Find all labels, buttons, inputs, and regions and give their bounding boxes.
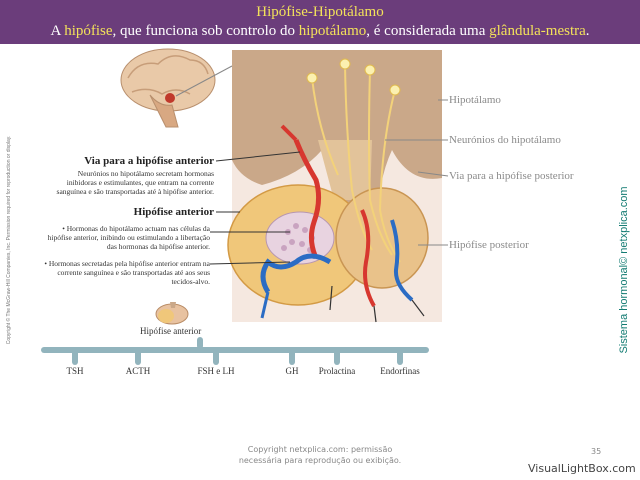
hypothalamic-axons bbox=[311, 63, 401, 263]
posterior-artery bbox=[360, 209, 376, 307]
outlet-arrow bbox=[329, 285, 333, 311]
label-neuronios-hipotalamo: Neurónios do hipotálamo bbox=[449, 134, 561, 146]
branch-fsh-lh: FSH e LH bbox=[197, 366, 235, 376]
branch-gh: GH bbox=[285, 366, 299, 376]
subtitle-part: , que funciona sob controlo do bbox=[112, 23, 299, 39]
branch-prolactina: Prolactina bbox=[318, 366, 356, 376]
subtitle-part: . bbox=[585, 23, 590, 39]
anterior-cells bbox=[265, 211, 335, 265]
hypophyseal-artery bbox=[293, 139, 322, 260]
label-via-posterior: Via para a hipófise posterior bbox=[449, 170, 574, 182]
outlet-arrow bbox=[373, 305, 377, 323]
branch-acth: ACTH bbox=[125, 366, 151, 376]
slide-subtitle: A hipófise, que funciona sob controlo do… bbox=[0, 23, 640, 40]
branch-endorfinas: Endorfinas bbox=[380, 366, 420, 376]
neuron-bodies bbox=[306, 58, 401, 96]
subtitle-part: , é considerada uma bbox=[366, 23, 490, 39]
label-hipofise-posterior: Hipófise posterior bbox=[449, 239, 529, 251]
footer-copyright: Copyright netxplica.com: permissão neces… bbox=[200, 444, 440, 466]
slide-title: Hipófise-Hipotálamo bbox=[256, 4, 384, 20]
branch-tsh: TSH bbox=[66, 366, 84, 376]
subtitle-part: A bbox=[50, 23, 65, 39]
tree-root-label: Hipófise anterior bbox=[140, 326, 202, 336]
text-bullet-2: • Hormonas secretadas pela hipófise ante… bbox=[44, 259, 210, 286]
text-bullet-1: • Hormonas do hipotálamo actuam nas célu… bbox=[47, 224, 210, 251]
text-via-anterior: Neurónios no hipotálamo secretam hormona… bbox=[56, 169, 214, 196]
hormone-tree bbox=[41, 337, 429, 365]
portal-vein bbox=[260, 253, 332, 294]
highlight-hipofise: hipófise bbox=[64, 23, 113, 39]
highlight-hipotalamo: hipotálamo bbox=[298, 23, 367, 39]
label-hipotalamo: Hipotálamo bbox=[449, 94, 501, 106]
brain-inset bbox=[120, 48, 216, 128]
right-pointer-lines bbox=[385, 99, 449, 246]
highlight-glandula-mestra: glândula-mestra bbox=[489, 23, 586, 39]
label-hipofise-anterior: Hipófise anterior bbox=[133, 206, 214, 218]
label-via-anterior: Via para a hipófise anterior bbox=[84, 155, 214, 167]
footer-line-2: necessária para reprodução ou exibição. bbox=[238, 456, 402, 465]
inset-pointer-line bbox=[175, 65, 233, 97]
page-number: 35 bbox=[591, 447, 602, 456]
watermark: VisualLightBox.com bbox=[528, 462, 636, 475]
artery-inlet bbox=[280, 124, 298, 142]
footer-line-1: Copyright netxplica.com: permissão bbox=[247, 445, 393, 454]
left-pointer-lines bbox=[209, 151, 301, 265]
pituitary-icon bbox=[155, 302, 189, 325]
vein-outlet bbox=[260, 291, 270, 319]
infundibulum bbox=[318, 140, 372, 200]
posterior-vein bbox=[390, 219, 414, 302]
outlet-arrow bbox=[411, 299, 425, 317]
side-credit-left: Copyright © The McGraw-Hill Companies, I… bbox=[6, 135, 12, 345]
side-credit-right: Sistema hormonal© netxplica.com bbox=[618, 186, 630, 354]
title-banner: Hipófise-Hipotálamo A hipófise, que func… bbox=[0, 0, 640, 44]
